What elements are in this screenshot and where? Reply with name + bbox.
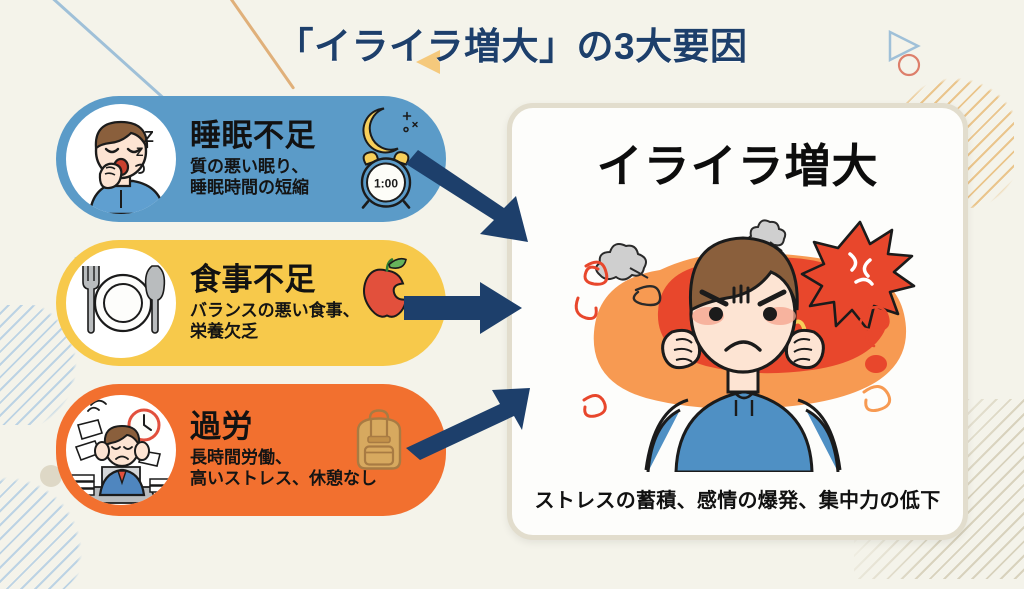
- arrow-work-to-result: [406, 388, 530, 460]
- cause-title-sleep: 睡眠不足: [190, 117, 316, 153]
- cause-title-food: 食事不足: [190, 261, 316, 297]
- cause-icons-sleep: 1:00: [350, 103, 424, 216]
- cause-card-work[interactable]: 過労 長時間労働、 高いストレス、休憩なし: [56, 384, 446, 516]
- result-panel: イライラ増大: [507, 103, 968, 540]
- page-title: 「イライラ増大」の3大要因: [276, 26, 748, 67]
- stressed-worker-icon: [66, 395, 176, 505]
- plate-cutlery-icon: [66, 248, 176, 358]
- cause-card-food[interactable]: 食事不足 バランスの悪い食事、 栄養欠乏: [56, 240, 446, 366]
- cause-icons-food: [360, 257, 416, 324]
- crescent-moon-icon: [362, 107, 399, 154]
- arrow-sleep-to-result: [406, 150, 528, 242]
- svg-text:Z: Z: [136, 145, 143, 159]
- cause-card-work-text: 過労 長時間労働、 高いストレス、休憩なし: [190, 408, 377, 490]
- backpack-icon: [356, 409, 402, 470]
- angry-person-icon: [530, 204, 955, 474]
- causes-list: Z Z 睡眠不足 質の悪い眠り、 睡眠時間の短縮: [56, 96, 446, 534]
- arrow-food-to-result: [404, 282, 522, 334]
- alarm-clock-time: 1:00: [374, 177, 398, 191]
- alarm-clock-icon: 1:00: [360, 151, 412, 209]
- cause-card-food-text: 食事不足 バランスの悪い食事、 栄養欠乏: [190, 261, 360, 343]
- cause-subtitle-food: バランスの悪い食事、 栄養欠乏: [190, 301, 360, 342]
- cause-icons-work: [348, 407, 410, 478]
- cause-card-sleep[interactable]: Z Z 睡眠不足 質の悪い眠り、 睡眠時間の短縮: [56, 96, 446, 222]
- cause-subtitle-sleep: 質の悪い眠り、 睡眠時間の短縮: [190, 157, 309, 198]
- cause-card-sleep-text: 睡眠不足 質の悪い眠り、 睡眠時間の短縮: [190, 117, 316, 199]
- yawning-person-icon: Z Z: [66, 104, 176, 214]
- bitten-apple-icon: [363, 258, 408, 319]
- result-title: イライラ増大: [596, 140, 879, 192]
- cause-subtitle-work: 長時間労働、 高いストレス、休憩なし: [190, 448, 377, 489]
- cause-title-work: 過労: [190, 408, 253, 444]
- result-caption: ストレスの蓄積、感情の爆発、集中力の低下: [534, 490, 941, 512]
- svg-text:Z: Z: [144, 129, 154, 146]
- decor-dot-beige: [40, 465, 62, 487]
